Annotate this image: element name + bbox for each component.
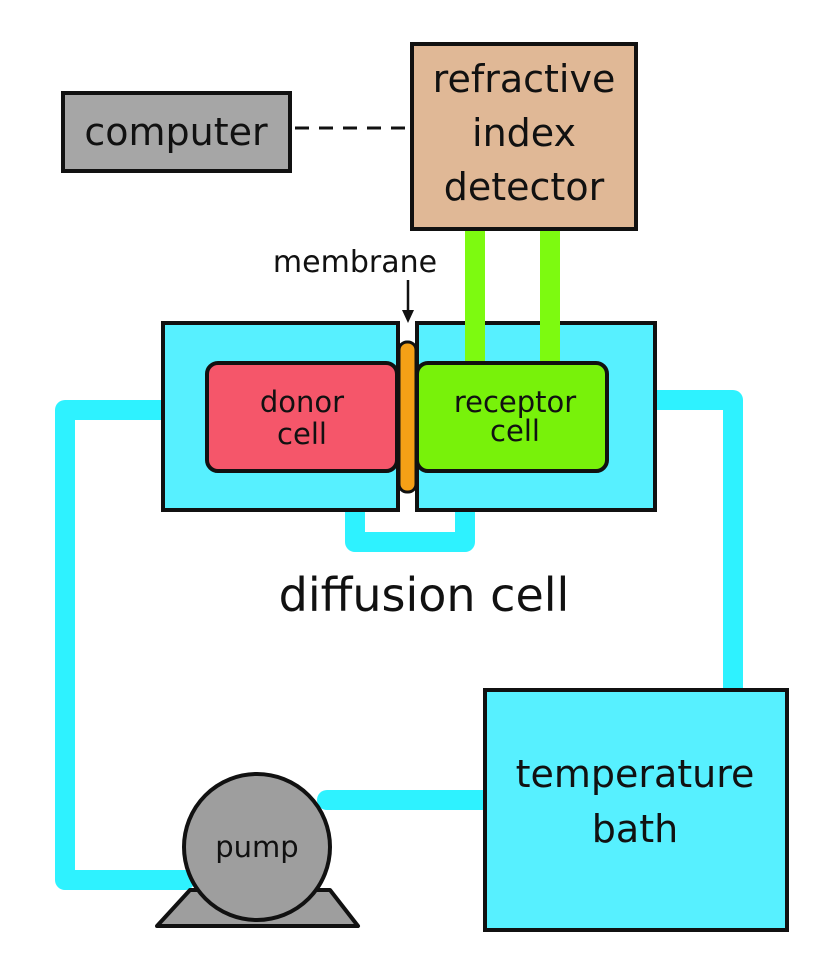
pump-label: pump (215, 830, 298, 864)
donor-label-line-2: cell (277, 417, 327, 451)
detector-lines (465, 231, 560, 366)
detector-label-line-2: index (472, 111, 576, 155)
computer-box: computer (61, 91, 292, 173)
receptor-label-line-1: receptor (454, 385, 576, 419)
pump: pump (155, 772, 360, 928)
bath-label-line-2: bath (592, 807, 678, 851)
tubing (55, 390, 743, 890)
bath-label-line-1: temperature (516, 752, 755, 796)
tube-left-loop (55, 400, 195, 890)
pump-body (182, 772, 332, 922)
detector-label-line-1: refractive (433, 57, 616, 101)
temperature-bath: temperature bath (483, 688, 789, 932)
computer-label: computer (84, 110, 268, 154)
detector-label-line-3: detector (444, 165, 605, 209)
tube-right-loop (617, 390, 743, 715)
donor-cell: donor cell (205, 361, 399, 473)
down-arrow-icon (402, 280, 414, 323)
receptor-label-line-2: cell (490, 414, 540, 448)
donor-label-line-1: donor (260, 385, 344, 419)
membrane-label: membrane (273, 245, 437, 280)
receptor-cell: receptor cell (415, 361, 609, 473)
tube-jacket-connector (345, 495, 475, 552)
refractive-index-detector: refractive index detector (410, 42, 638, 231)
diffusion-cell-label: diffusion cell (279, 568, 570, 622)
membrane (397, 340, 418, 494)
